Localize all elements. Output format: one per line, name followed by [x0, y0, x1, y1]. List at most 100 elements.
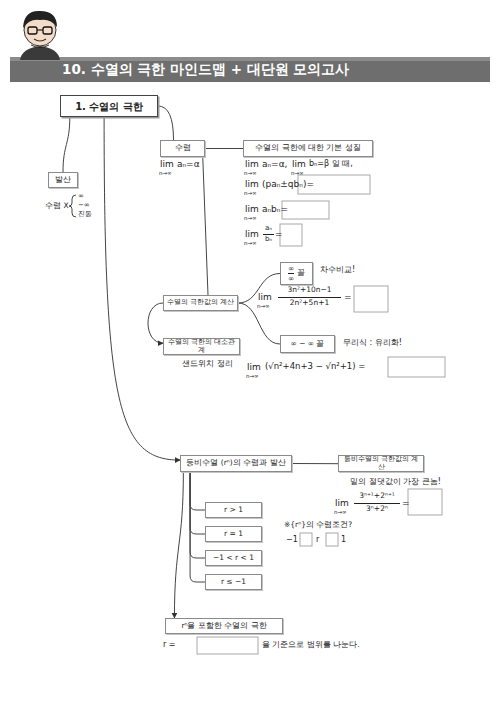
box-text: rⁿ을 포함한 수열의 극한: [181, 622, 266, 630]
connector-line: [238, 303, 280, 344]
formula-text: −∞: [78, 202, 90, 209]
formula-text: 수렴 X: [45, 202, 69, 210]
formula-text: lim: [245, 160, 259, 169]
box-text: ∞: [288, 265, 294, 273]
connector-line: [190, 472, 205, 534]
concept-box: r ≤ −1: [205, 574, 262, 590]
formula-text: n→∞: [244, 191, 257, 197]
box-text: 등비수열의 극한값의 계산: [341, 456, 421, 471]
connector-line: [292, 463, 338, 464]
brace: [69, 195, 76, 217]
formula-text: (√n²+4n+3 − √n²+1) =: [265, 362, 365, 371]
connector-line: [158, 106, 174, 140]
formula-text: lim: [335, 499, 349, 508]
connector-line: [203, 157, 208, 295]
concept-box: r > 1: [205, 502, 262, 518]
box-text: ∞: [288, 273, 294, 283]
concept-box: −1 < r < 1: [205, 550, 262, 566]
concept-box: 수열의 극한의 대소관계: [163, 338, 240, 355]
formula-text: bₙ=β 일 때,: [309, 160, 353, 168]
page-title: 10. 수열의 극한 마인드맵 + 대단원 모의고사: [62, 61, 349, 79]
formula-text: (paₙ±qbₙ)=: [262, 180, 314, 189]
concept-box: rⁿ을 포함한 수열의 극한: [165, 618, 283, 634]
formula-text: n→∞: [246, 374, 259, 380]
box-text: 1. 수열의 극한: [75, 101, 143, 112]
formula-text: n→∞: [334, 510, 347, 516]
concept-box: 수열의 극한에 대한 기본 성질: [243, 140, 373, 157]
box-text: 꼴: [297, 269, 305, 277]
concept-box: 발산: [48, 172, 78, 188]
fraction-numerator: 3n²+10n−1: [278, 286, 341, 294]
concept-box: 등비수열 (rⁿ)의 수렴과 발산: [180, 455, 292, 472]
box-text: 등비수열 (rⁿ)의 수렴과 발산: [186, 459, 285, 467]
title-band-highlight: [10, 57, 490, 61]
connector-line: [174, 472, 183, 618]
formula-text: 을 기준으로 범위를 나눈다.: [262, 641, 360, 649]
formula-text: 밑의 절댓값이 가장 큰놈!: [350, 478, 441, 486]
concept-box: 수열의 극한값의 계산: [163, 295, 238, 311]
connector-line: [63, 117, 70, 172]
box-text: 수열의 극한의 대소관계: [166, 339, 237, 354]
formula-text: aₙ=α,: [262, 160, 287, 169]
formula-text: =: [402, 499, 410, 508]
formula-text: ∞: [78, 193, 84, 200]
character-illustration: [20, 11, 60, 60]
connector-line: [190, 472, 205, 558]
box-text: r > 1: [224, 506, 243, 514]
fraction-numerator: 3ⁿ⁺¹+2ⁿ⁺¹: [354, 492, 400, 500]
connector-line: [190, 472, 205, 510]
concept-box: ∞∞꼴: [280, 262, 313, 285]
box-text: ∞ − ∞ 꼴: [291, 340, 325, 348]
formula-text: r =: [163, 641, 176, 649]
formula-text: lim: [258, 293, 272, 302]
formula-text: −1: [286, 536, 298, 544]
topic-box: 1. 수열의 극한: [60, 95, 158, 117]
concept-box: r = 1: [205, 526, 262, 542]
fraction: ∞∞: [288, 265, 294, 282]
connector-line: [148, 303, 163, 343]
connector-line: [104, 117, 180, 460]
formula-text: 무리식 : 유리화!: [343, 339, 402, 347]
formula-text: 샌드위치 정리: [182, 360, 233, 368]
concept-box: ∞ − ∞ 꼴: [280, 335, 335, 353]
formula-text: n→∞: [159, 171, 172, 177]
formula-text: =: [275, 230, 283, 239]
formula-text: lim: [247, 363, 261, 372]
box-text: 수렴: [175, 144, 191, 152]
box-text: r ≤ −1: [221, 578, 246, 586]
formula-text: lim: [245, 205, 259, 214]
formula-text: n→∞: [257, 304, 270, 310]
answer-blanks: [197, 175, 445, 654]
formula-text: =: [344, 293, 352, 302]
formula-text: lim: [245, 180, 259, 189]
box-text: 수열의 극한에 대한 기본 성질: [255, 144, 361, 152]
box-text: −1 < r < 1: [213, 554, 254, 562]
formula-text: aₙ=α: [177, 160, 200, 169]
box-text: 수열의 극한값의 계산: [167, 299, 234, 307]
box-text: 발산: [55, 176, 71, 184]
formula-text: n→∞: [291, 171, 304, 177]
fraction-numerator: aₙ: [263, 225, 274, 232]
formula-text: 1: [341, 536, 346, 544]
formula-text: lim: [245, 230, 259, 239]
fraction-denominator: 3ⁿ+2ⁿ: [354, 503, 400, 513]
formula-text: 차수비교!: [320, 266, 355, 274]
formula-text: 진동: [78, 211, 92, 218]
box-text: r = 1: [224, 530, 243, 538]
connector-line: [238, 274, 280, 304]
formula-text: lim: [292, 160, 306, 169]
formula-text: n→∞: [244, 216, 257, 222]
formula-text: aₙbₙ=: [262, 205, 288, 214]
connector-line: [205, 148, 243, 149]
concept-box: 등비수열의 극한값의 계산: [338, 455, 424, 472]
formula-text: n→∞: [244, 241, 257, 247]
formula-text: n→∞: [244, 171, 257, 177]
concept-box: 수렴: [160, 140, 205, 157]
fraction-denominator: 2n²+5n+1: [278, 297, 341, 307]
title-band: [10, 57, 490, 82]
connector-line: [190, 472, 205, 582]
formula-text: ※{rⁿ}의 수렴조건?: [284, 521, 352, 529]
formula-text: r: [316, 536, 319, 544]
fraction-denominator: bₙ: [263, 234, 274, 243]
